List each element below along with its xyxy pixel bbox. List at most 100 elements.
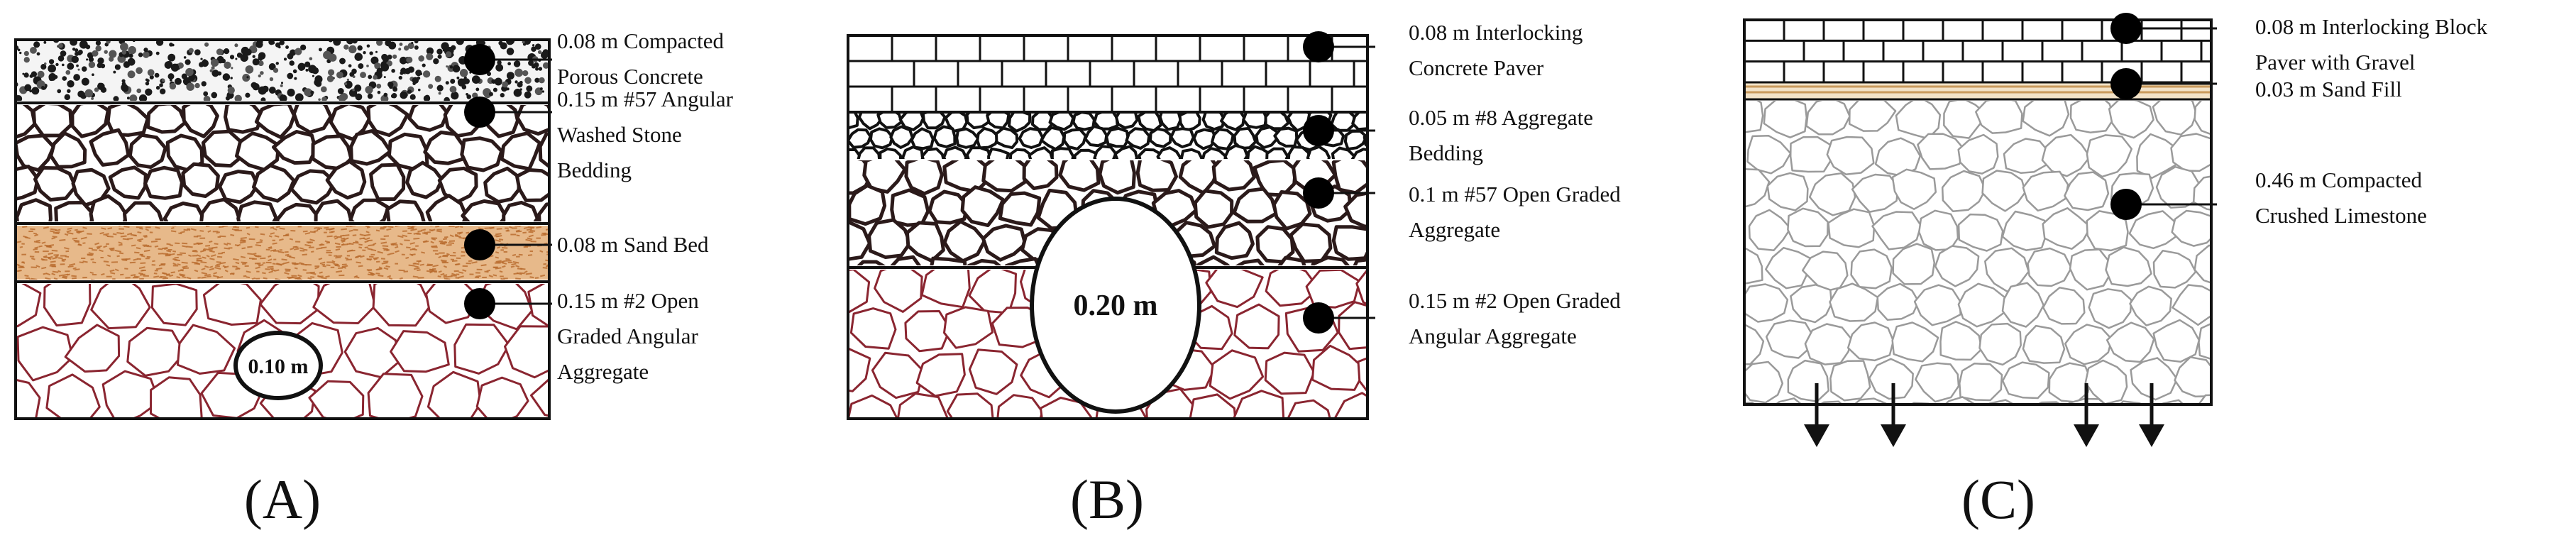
porous-speck [236,53,243,58]
sand-grain [270,226,275,229]
red-aggregate [16,326,74,382]
sand-grain [324,226,329,229]
sand-grain [106,236,114,238]
porous-speck [143,51,150,58]
sand-grain [219,235,226,238]
bedding-stone [848,148,862,159]
porous-speck [411,41,414,45]
sand-grain [387,226,394,229]
sand-grain [201,276,207,279]
bedding-stone [932,125,957,148]
sand-grain [458,232,462,235]
sand-grain [395,246,399,249]
porous-speck [446,65,448,68]
sand-grain [188,254,192,257]
sand-grain [182,265,188,268]
red-aggregate [16,284,42,328]
porous-speck [451,53,454,56]
porous-speck [223,48,230,55]
porous-speck [77,90,85,98]
porous-speck [532,44,535,47]
porous-speck [186,82,194,92]
limestone-stone [2022,170,2069,212]
sand-grain [77,243,82,246]
sand-grain [55,229,61,232]
red-aggregate [1311,344,1367,391]
sand-grain [210,254,216,258]
porous-speck [320,86,327,93]
sand-grain [386,249,390,252]
panel-a-pipe-label: 0.10 m [248,355,309,378]
sand-grain [343,234,350,237]
sand-grain [353,275,358,278]
porous-speck [438,92,441,95]
sand-grain [57,270,61,273]
sand-grain [511,263,517,266]
porous-speck [376,83,382,89]
sand-grain [34,246,39,249]
sand-grain [45,277,51,280]
sand-grain [403,270,409,273]
sand-grain [24,275,29,277]
sand-grain [309,231,316,233]
porous-speck [280,82,284,84]
sand-grain [178,232,182,235]
sand-grain [275,277,281,280]
sand-grain [536,226,542,229]
porous-speck [338,94,346,101]
porous-speck [375,50,378,53]
limestone-stone [1846,321,1895,362]
sand-grain [41,241,46,244]
porous-speck [234,94,242,101]
sand-grain [180,231,185,233]
porous-speck [321,97,327,101]
bedding-stone [942,145,968,159]
sand-grain [155,226,160,229]
porous-speck [154,72,160,78]
open-graded-stone [928,189,969,225]
sand-grain [451,260,458,262]
sand-grain [158,263,163,267]
porous-speck [400,67,407,75]
sand-grain [451,272,456,276]
porous-speck [145,88,153,96]
porous-speck [109,50,117,58]
washed-stone [460,136,504,172]
porous-speck [285,45,290,49]
porous-speck [289,49,297,56]
porous-speck [225,96,231,101]
sand-grain [193,242,199,246]
layer-label-line: 0.03 m Sand Fill [2255,77,2402,101]
limestone-stone [2152,319,2201,363]
porous-speck [310,90,314,94]
porous-speck [252,58,260,66]
washed-stone [537,202,549,221]
sand-grain [474,276,480,279]
sand-grain [242,263,247,265]
washed-stone [405,160,444,199]
sand-grain [219,226,224,229]
porous-speck [522,40,525,44]
layer-label-line: Washed Stone [557,122,682,147]
sand-grain [172,250,177,253]
limestone-stone [1957,213,2004,252]
limestone-stone [2001,361,2050,400]
porous-speck [526,85,533,92]
porous-speck [407,89,412,94]
limestone-stone [1829,282,1879,322]
sand-grain [365,226,370,228]
bedding-stone [1169,127,1195,148]
red-aggregate [150,284,198,326]
porous-speck [392,87,398,92]
porous-speck [104,50,108,54]
porous-speck [174,77,182,85]
sand-grain [500,277,505,280]
sand-grain [212,275,219,278]
sand-grain [243,275,247,277]
porous-speck [235,57,238,60]
porous-speck [120,43,128,51]
washed-stone [31,105,73,138]
layer-label-line: 0.05 m #8 Aggregate [1409,105,1593,130]
sand-grain [89,271,94,275]
